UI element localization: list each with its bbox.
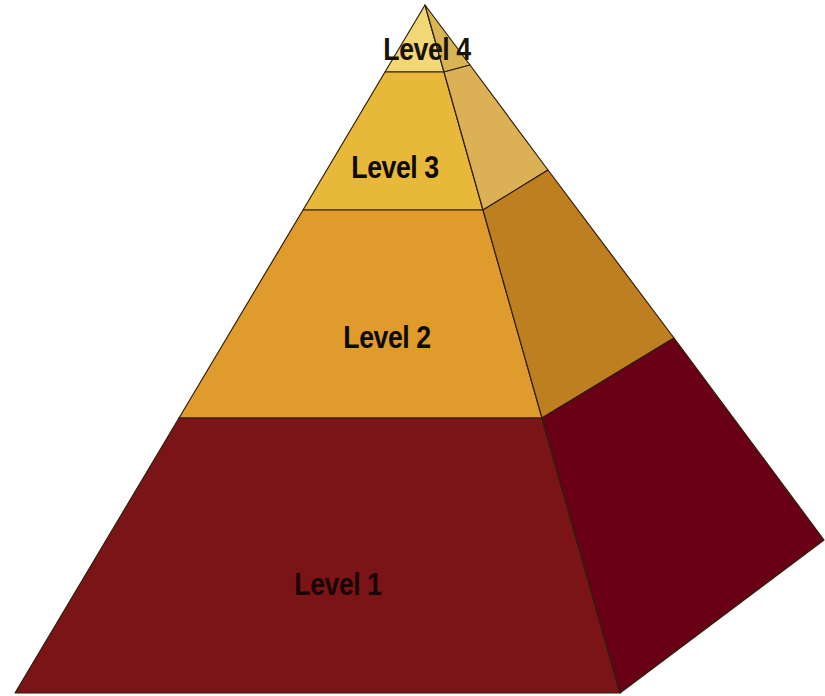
pyramid-level: Level 1 <box>15 338 824 693</box>
pyramid-level: Level 3 <box>303 65 548 210</box>
level-label: Level 2 <box>343 320 430 356</box>
pyramid-level: Level 2 <box>179 170 674 418</box>
level-shape <box>179 170 674 418</box>
level-label: Level 1 <box>294 567 381 603</box>
pyramid-level: Level 4 <box>385 5 470 72</box>
level-label: Level 4 <box>383 32 470 68</box>
pyramid-face <box>15 418 620 693</box>
pyramid-face <box>542 338 824 693</box>
level-label: Level 3 <box>351 150 438 186</box>
pyramid-face <box>179 210 542 418</box>
level-shape <box>303 65 548 210</box>
level-shape <box>15 338 824 693</box>
